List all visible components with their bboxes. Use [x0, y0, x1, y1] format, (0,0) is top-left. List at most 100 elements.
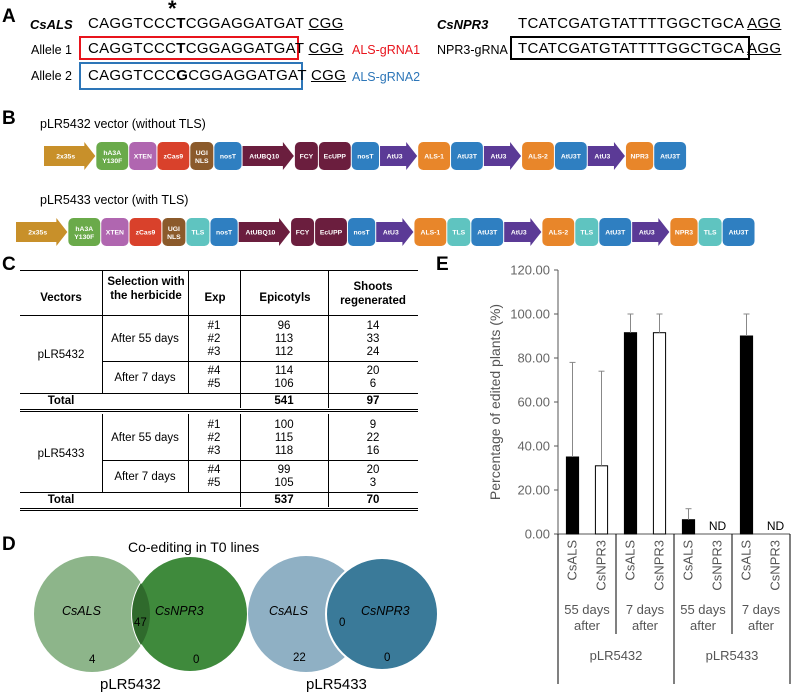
vector-part-label: NPR3	[675, 230, 693, 237]
exp-cell: #2	[207, 432, 221, 444]
total-epicotyls: 541	[274, 395, 294, 407]
selection-cell: After 55 days	[111, 432, 179, 444]
epicotyls-cell: 114	[274, 365, 294, 377]
vector-part-atu3: AtU3	[587, 142, 625, 170]
vector-part-label: hA3A	[75, 226, 93, 233]
selection-cell: After 7 days	[114, 371, 176, 384]
vector-part-label: AtU3	[594, 154, 610, 161]
vector-part-label: AtU3T	[561, 154, 582, 161]
vector-part-label: nosT	[216, 230, 233, 237]
bar-csals-6	[739, 335, 754, 535]
exp-cell: #1	[207, 419, 221, 431]
allele2-label: Allele 2	[31, 69, 72, 83]
x-tick-label: CsNPR3	[768, 540, 783, 591]
venn2-right-only: 0	[384, 652, 391, 664]
vector-part-atu3t: AtU3T	[554, 142, 587, 170]
exp-cell: #4	[207, 365, 221, 377]
vector-part-ecupp: EcUPP	[318, 142, 351, 170]
vector2-title: pLR5433 vector (with TLS)	[40, 193, 189, 207]
epicotyls-cell: 113	[274, 333, 294, 345]
allele1-pam: CGG	[308, 40, 344, 57]
vector-cell: pLR5432	[37, 349, 85, 361]
header-exp: Exp	[204, 292, 226, 304]
vector-part-zcas9: zCas9	[129, 218, 162, 246]
vector-part-label: XTEN	[106, 230, 124, 237]
vector-part-atu3: AtU3	[483, 142, 522, 170]
total-shoots: 97	[366, 395, 380, 407]
vector-label: pLR5433	[706, 648, 759, 663]
vector-part-label: ALS-2	[528, 154, 548, 161]
vector-part-xten: XTEN	[129, 142, 157, 170]
vector-part-label: UGI	[196, 150, 208, 157]
group-label: after	[574, 618, 601, 633]
y-axis-label: Percentage of edited plants (%)	[487, 304, 503, 500]
panel-letter-c: C	[2, 254, 16, 275]
epicotyls-cell: 96	[277, 320, 291, 332]
als-grna2-label: ALS-gRNA2	[352, 70, 421, 84]
vector-part-label: 2x35s	[28, 230, 47, 237]
venn-diagrams	[34, 556, 439, 673]
vector-part-tls: TLS	[186, 218, 210, 246]
shoots-cell: 14	[366, 320, 380, 332]
vector-part-2x35s: 2x35s	[44, 142, 96, 170]
value-label-nd: ND	[709, 519, 727, 533]
header-selection: Selection with the herbicide	[107, 276, 185, 302]
x-tick-label: CsNPR3	[652, 540, 667, 591]
venn1-right-only: 0	[193, 654, 200, 666]
bar-csnpr3-1	[594, 465, 609, 535]
csnpr3-pam: AGG	[747, 15, 782, 32]
selection-cell: After 55 days	[111, 333, 179, 345]
venn1-right-label: CsNPR3	[155, 604, 204, 618]
vector-part-label: AtU3	[639, 230, 655, 237]
vector-part-label: zCas9	[164, 154, 184, 161]
npr3-grna-pam: AGG	[747, 40, 782, 57]
vector-part-label: NLS	[167, 234, 181, 241]
npr3-grna-sequence: TCATCGATGTATTTTGGCTGCA AGG	[518, 40, 782, 57]
epicotyls-cell: 105	[274, 477, 294, 489]
epicotyls-cell: 100	[274, 419, 294, 431]
selection-cell: After 7 days	[114, 470, 176, 483]
group-label: after	[632, 618, 659, 633]
group-label: after	[690, 618, 717, 633]
vector-part-atu3t: AtU3T	[722, 218, 755, 246]
csals-pam: CGG	[308, 15, 344, 32]
vector-part-atu3: AtU3	[380, 142, 418, 170]
vector-part-label: EcUPP	[324, 154, 347, 161]
vector-part-label: 2x35s	[56, 154, 75, 161]
vector-part-label: ALS-1	[421, 230, 441, 237]
panel-letter-d: D	[2, 534, 16, 555]
vector-part-label: ALS-1	[424, 154, 444, 161]
venn1-overlap	[132, 583, 150, 645]
total-label: Total	[47, 395, 75, 407]
vector-part-label: FCY	[300, 154, 314, 161]
value-label-nd: ND	[767, 519, 785, 533]
shoots-cell: 6	[369, 378, 377, 390]
vector-part-label: AtU3T	[605, 230, 626, 237]
csnpr3-sequence: TCATCGATGTATTTTGGCTGCA AGG	[518, 15, 782, 32]
x-tick-label: CsALS	[681, 540, 696, 581]
group-label: 7 days	[626, 602, 665, 617]
y-tick-label: 120.00	[510, 263, 550, 278]
x-tick-label: CsNPR3	[594, 540, 609, 591]
vector-part-atubq10: AtUBQ10	[238, 218, 291, 246]
vector-part-nost: nosT	[351, 142, 380, 170]
exp-cell: #5	[207, 378, 221, 390]
vector-part-atu3t: AtU3T	[599, 218, 632, 246]
vector-part-label: zCas9	[136, 230, 156, 237]
vector-part-label: TLS	[704, 230, 717, 237]
vector-part-fcy: FCY	[291, 218, 315, 246]
vector-part-label: AtU3T	[477, 230, 498, 237]
csnpr3-label: CsNPR3	[437, 17, 489, 32]
vector-part-label: AtU3T	[729, 230, 750, 237]
vector-part-label: UGI	[168, 226, 180, 233]
epicotyls-cell: 118	[274, 445, 294, 457]
npr3-grna-box	[510, 36, 750, 60]
vector-label: pLR5432	[590, 648, 643, 663]
exp-cell: #3	[207, 346, 221, 358]
vector-part-npr3: NPR3	[670, 218, 698, 246]
y-tick-label: 80.00	[517, 351, 550, 366]
